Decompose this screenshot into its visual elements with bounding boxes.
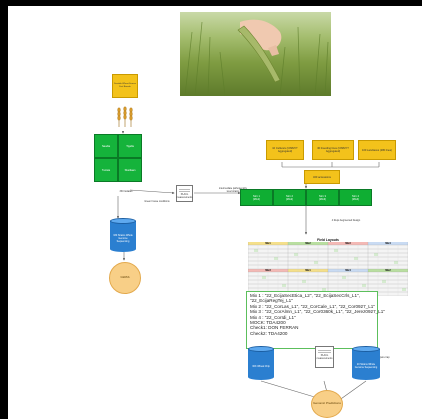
sequencing-cylinder-right: 20 Strains Whole Genome Sequencing xyxy=(352,346,380,380)
strain-mix1-label: Strn 1 xyxy=(253,194,260,198)
mix-line-8: Check2: TDA4200 xyxy=(250,330,288,336)
placl-label-bottom: PLACL measurements xyxy=(316,354,333,360)
mix-line-7: Check1: DON FERRAN xyxy=(250,325,299,331)
block-mix2-label: Mix2 xyxy=(305,242,311,245)
gwas-circle: GWAS xyxy=(109,262,141,294)
wheat-chip-label: 30K Wheat Chip xyxy=(252,364,270,368)
grid-cell-tigella: Tigella xyxy=(118,134,142,158)
cultivars-box: 10 Cultivars (CIMMYT Aggregated) xyxy=(266,140,304,160)
strain-mix3-sub: (Mix3) xyxy=(318,197,327,201)
grid-cell-saudia: Saudia xyxy=(94,134,118,158)
mix-line-5: Mix 4 : "22_CorIdi_L1" xyxy=(250,314,296,320)
mix-line-4: Mix 3 : "22_CorAlmn_L1", "22_Cor0360k_L1… xyxy=(250,309,385,315)
sequencing-label-left: 330 Strains Whole Genome Sequencing xyxy=(113,233,133,243)
diagram-canvas: Durable Wheat France Durl Breeds Saudia … xyxy=(8,6,422,419)
intermediate-label: intermediate pathogenicity level strains xyxy=(219,187,247,193)
grid-cell-sbeitlaan: Sbeitlaan xyxy=(118,158,142,182)
placl-document-top: PLACL measurements xyxy=(176,185,193,202)
placl-document-bottom: PLACL measurements xyxy=(315,346,334,368)
mix-line-6: MOCK: TDA4200 xyxy=(250,320,286,326)
block-mix3-label-b: Mix3 xyxy=(265,269,271,272)
wheat-chip-cylinder: 30K Wheat Chip xyxy=(248,346,274,380)
landraces-box: 100 Landraces (280 lines) xyxy=(358,140,396,160)
mix-line-2: "22_EcijaRegTej_L1" xyxy=(250,298,293,304)
durable-wheat-box: Durable Wheat France Durl Breeds xyxy=(112,74,138,98)
strain-mix2-sub: (Mix2) xyxy=(285,197,294,201)
greenhouse-label: Green house conditions xyxy=(144,200,170,203)
strain-mix4-box: Strn 4(Mix4) xyxy=(339,189,372,206)
isolates-label: 330 Isolates xyxy=(119,190,133,193)
genomic-predictions-circle: Genomic Predictions xyxy=(311,390,343,418)
mix-description-box: Mix 1 : "22_EcijaSecEtica_L2", "22_Ecija… xyxy=(246,291,385,349)
block-mix3-label: Mix3 xyxy=(345,242,351,245)
accessions-box: 320 accessions xyxy=(304,170,340,184)
strain-mix3-box: Strn 3(Mix3) xyxy=(306,189,339,206)
mix-line-1: Mix 1 : "22_EcijaSecEtica_L2", "22_Ecija… xyxy=(250,293,360,298)
mix-line-3: Mix 2 : "22_CorLas_L1", "22_CorCale_L1",… xyxy=(250,303,375,309)
augmented-design-label: 4 Reps Augmented Design xyxy=(331,219,361,222)
block-mix1-label: Mix1 xyxy=(265,242,271,245)
wheat-icon xyxy=(117,106,133,127)
grid-cell-tunisia: Tunisia xyxy=(94,158,118,182)
sequencing-cylinder-left: 330 Strains Whole Genome Sequencing xyxy=(110,218,136,252)
strain-mix2-box: Strn 2(Mix2) xyxy=(273,189,306,206)
strain-mix4-label: Strn 4 xyxy=(352,194,359,198)
hand-holding-leaf-icon xyxy=(184,19,329,96)
placl-label-top: PLACL measurements xyxy=(176,193,193,199)
block-mix4-label: Mix4 xyxy=(385,242,391,245)
spore-trap-label: Spore trap xyxy=(378,356,390,359)
table-title: Field Layouts xyxy=(317,238,339,242)
strain-mix2-label: Strn 2 xyxy=(286,194,293,198)
block-mix1-label-b: Mix1 xyxy=(305,269,311,272)
strain-mix1-sub: (Mix1) xyxy=(252,197,261,201)
breeding-lines-box: 30 breeding lines (CIMMYT Aggregated) xyxy=(312,140,354,160)
block-mix4-label-b: Mix4 xyxy=(345,269,351,272)
strain-mix3-label: Strn 3 xyxy=(319,194,326,198)
block-mix2-label-b: Mix2 xyxy=(385,269,391,272)
strain-mix4-sub: (Mix4) xyxy=(351,197,360,201)
strain-mix1-box: Strn 1(Mix1) xyxy=(240,189,273,206)
sequencing-label-right: 20 Strains Whole Genome Sequencing xyxy=(354,363,378,369)
wheat-field-photo xyxy=(180,12,331,96)
